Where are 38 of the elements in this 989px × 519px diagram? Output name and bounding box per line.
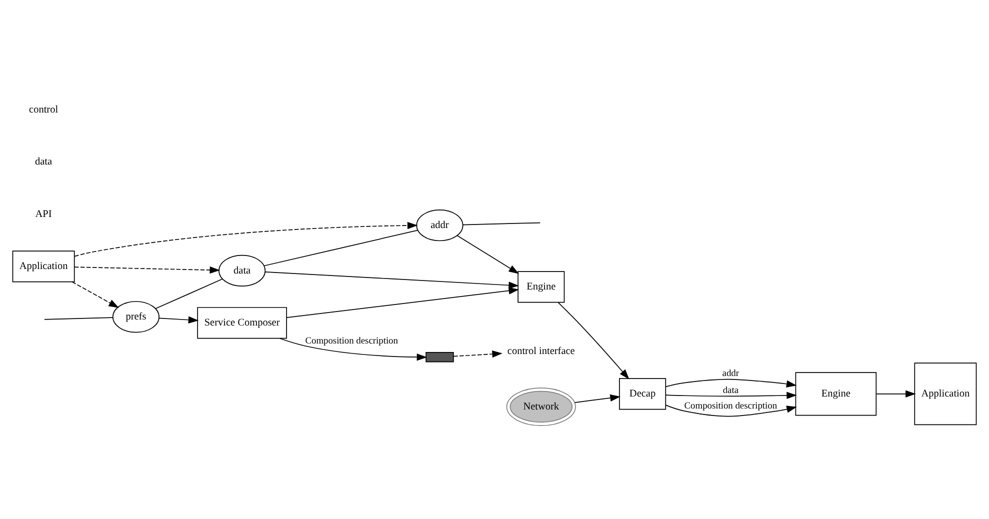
arrow bbox=[456, 234, 520, 274]
node-text: control interface bbox=[507, 345, 575, 356]
label: control bbox=[29, 104, 58, 115]
arrow bbox=[665, 404, 797, 416]
arrow bbox=[665, 391, 797, 399]
arrow bbox=[74, 221, 418, 256]
edge-label: Composition description bbox=[305, 336, 398, 346]
arrow bbox=[74, 266, 220, 274]
arrow bbox=[574, 394, 620, 402]
node-box: Application bbox=[914, 362, 977, 425]
arrow bbox=[665, 378, 797, 387]
node-box: Engine bbox=[795, 372, 877, 416]
node-box bbox=[426, 351, 454, 362]
connector bbox=[155, 278, 223, 309]
node-box: Service Composer bbox=[197, 306, 287, 338]
label: data bbox=[35, 156, 52, 168]
edge-label: addr bbox=[722, 368, 740, 378]
node-ellipse: addr bbox=[416, 209, 464, 241]
node-ellipse: data bbox=[218, 254, 266, 286]
node-ellipse: prefs bbox=[112, 300, 160, 332]
arrow bbox=[286, 286, 520, 318]
connector bbox=[462, 222, 541, 225]
arrow bbox=[876, 390, 916, 398]
connector bbox=[44, 316, 114, 320]
node-ellipse: Network bbox=[506, 387, 576, 426]
arrow bbox=[264, 271, 519, 288]
arrow bbox=[279, 337, 428, 360]
connector bbox=[264, 229, 418, 266]
node-box: Engine bbox=[518, 270, 565, 302]
edge-label: Composition description bbox=[684, 400, 778, 411]
node-box: Application bbox=[12, 250, 75, 282]
arrow bbox=[558, 302, 630, 379]
arrow bbox=[72, 280, 119, 308]
node-box: Decap bbox=[619, 378, 666, 410]
arrow bbox=[453, 350, 502, 358]
label: API bbox=[35, 208, 52, 220]
arrow bbox=[158, 316, 199, 323]
edge-label: data bbox=[722, 385, 739, 396]
